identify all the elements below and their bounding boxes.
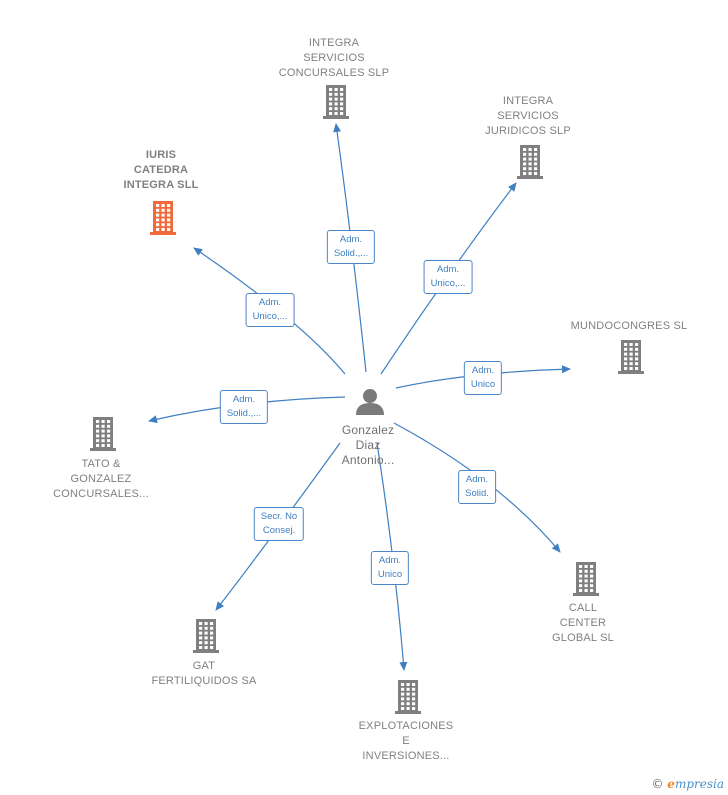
building-icon-mundocongres xyxy=(618,340,644,374)
person-icon xyxy=(356,389,384,415)
brand-name: mpresia xyxy=(674,777,724,791)
role-label-call-center[interactable]: Adm.Solid. xyxy=(458,470,496,504)
company-label-mundocongres: MUNDOCONGRES SL xyxy=(570,320,688,332)
role-label-integra-concursales[interactable]: Adm.Solid.,... xyxy=(326,230,376,264)
role-label-mundocongres[interactable]: Adm.Unico xyxy=(463,361,503,395)
brand-initial: e xyxy=(667,777,675,791)
role-label-explotaciones[interactable]: Adm.Unico xyxy=(370,551,410,585)
building-icon-call-center xyxy=(573,562,599,596)
role-label-integra-juridicos[interactable]: Adm.Unico,... xyxy=(423,260,473,294)
building-icon-gat-fertiliquidos xyxy=(193,619,219,653)
building-icon-explotaciones xyxy=(395,680,421,714)
building-icon-iuris-catedra xyxy=(150,201,176,235)
role-label-tato-gonzalez[interactable]: Adm.Solid.,... xyxy=(219,390,269,424)
building-icon-integra-concursales xyxy=(323,85,349,119)
building-icon-integra-juridicos xyxy=(517,145,543,179)
copyright-brand: © empresia xyxy=(651,777,724,791)
role-label-iuris-catedra[interactable]: Adm.Unico,... xyxy=(245,293,295,327)
copyright-symbol: © xyxy=(651,777,664,791)
building-icon-tato-gonzalez xyxy=(90,417,116,451)
